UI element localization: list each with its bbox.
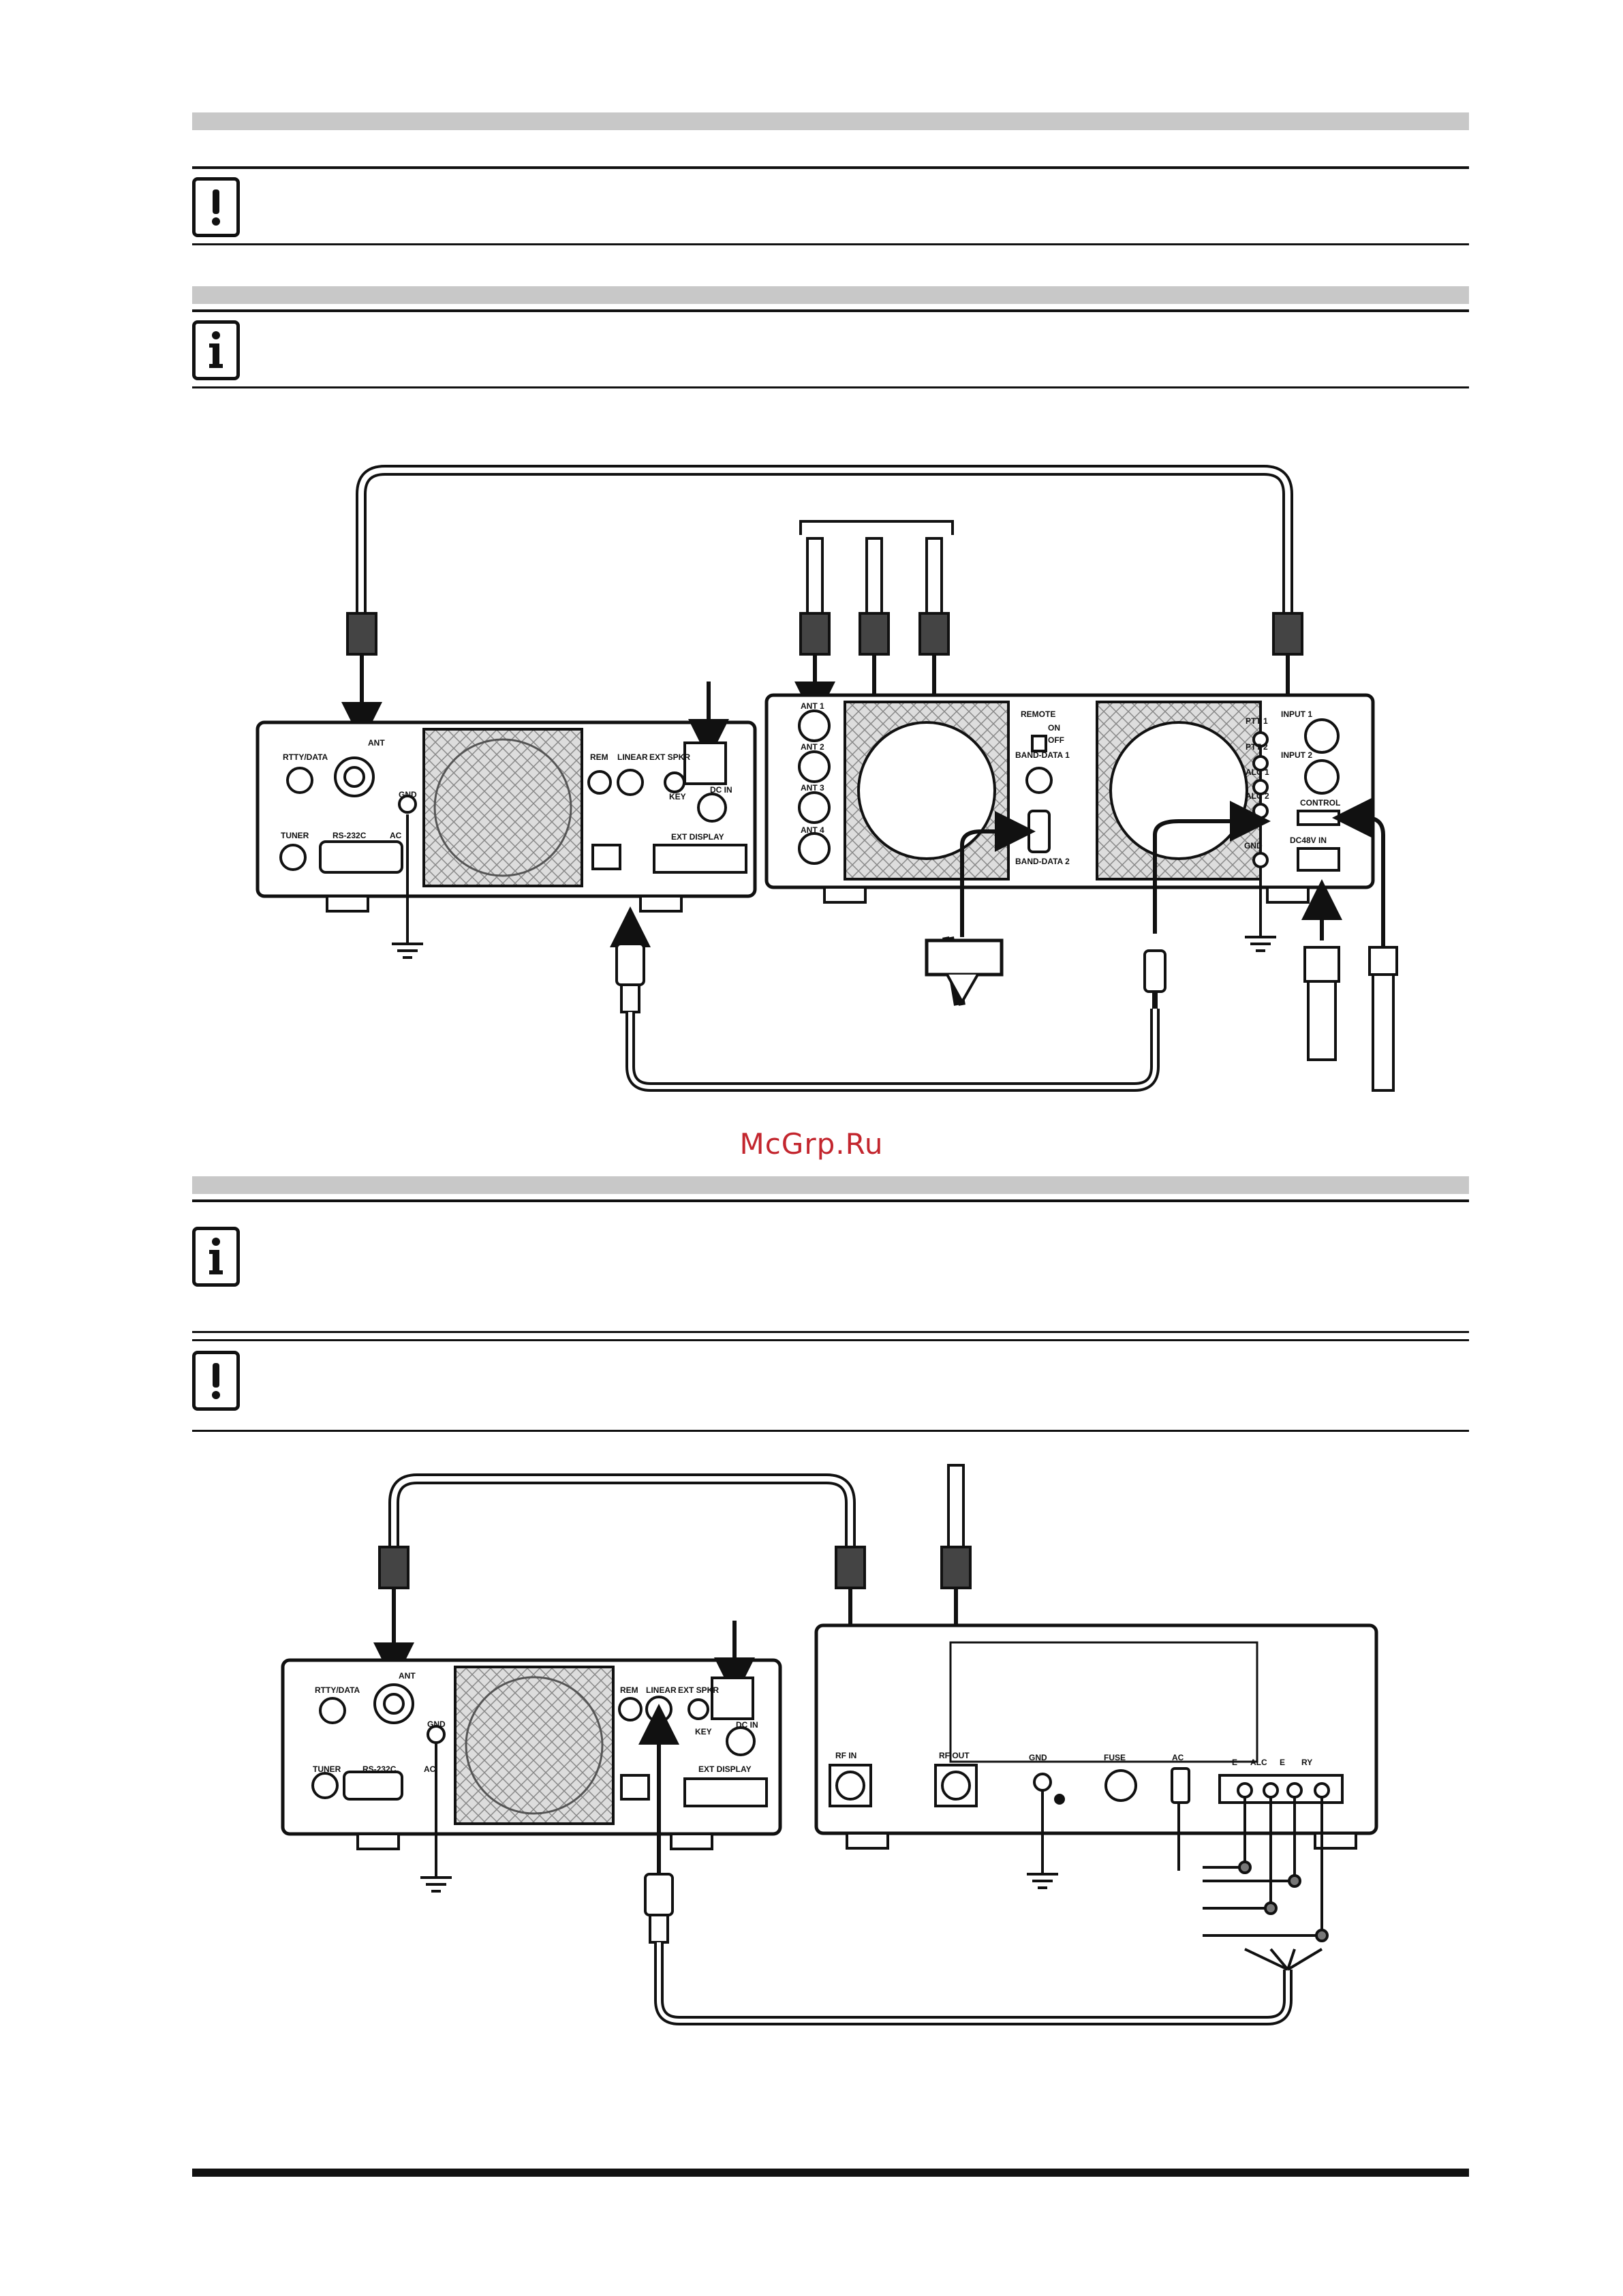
label-rs232c: RS-232C <box>333 831 367 840</box>
label-remote: REMOTE <box>1021 709 1055 719</box>
label-gnd: GND <box>399 790 417 799</box>
rule <box>192 386 1469 388</box>
label-alc: ALC <box>1250 1758 1267 1767</box>
label-ac: AC <box>424 1764 436 1774</box>
label-band-data-2: BAND-DATA 2 <box>1015 857 1070 866</box>
label-ac: AC <box>390 831 402 840</box>
rule <box>192 1430 1469 1432</box>
label-ant1: ANT 1 <box>801 701 824 711</box>
label-alc2: ALC 2 <box>1246 791 1269 801</box>
label-on: ON <box>1048 723 1060 733</box>
rule <box>192 243 1469 245</box>
label-dc48v-in: DC48V IN <box>1290 836 1327 845</box>
label-gnd-amp: GND <box>1029 1753 1047 1762</box>
rule <box>192 309 1469 312</box>
label-input2: INPUT 2 <box>1281 750 1312 760</box>
label-ext-spkr: EXT SPKR <box>678 1685 719 1695</box>
label-ext-display: EXT DISPLAY <box>671 832 724 842</box>
caution-icon <box>192 177 240 237</box>
label-rtty-data: RTTY/DATA <box>315 1685 360 1695</box>
label-ant2: ANT 2 <box>801 742 824 752</box>
rule <box>192 166 1469 169</box>
rule <box>192 1331 1469 1333</box>
caution-icon <box>192 1351 240 1411</box>
label-key: KEY <box>695 1727 712 1736</box>
label-rf-in: RF IN <box>835 1751 856 1760</box>
diagram-2 <box>281 1464 1378 2025</box>
info-icon <box>192 320 240 380</box>
label-dc-in: DC IN <box>710 785 732 795</box>
label-e1: E <box>1232 1758 1237 1767</box>
section-band-1 <box>192 112 1469 130</box>
label-off: OFF <box>1048 735 1064 745</box>
rule <box>192 1339 1469 1341</box>
label-tuner: TUNER <box>313 1764 341 1774</box>
label-ptt1: PTT 1 <box>1246 716 1268 726</box>
label-ptt2: PTT 2 <box>1246 742 1268 752</box>
label-ant: ANT <box>399 1671 416 1681</box>
diagram-1 <box>256 465 1398 1092</box>
label-gnd: GND <box>427 1719 446 1729</box>
info-icon <box>192 1227 240 1287</box>
label-ext-display: EXT DISPLAY <box>698 1764 752 1774</box>
section-band-3 <box>192 1176 1469 1194</box>
label-ext-spkr: EXT SPKR <box>649 752 690 762</box>
label-ant3: ANT 3 <box>801 783 824 793</box>
label-key: KEY <box>669 792 686 801</box>
label-ac-amp: AC <box>1172 1753 1184 1762</box>
label-ry: RY <box>1301 1758 1312 1767</box>
label-rtty-data: RTTY/DATA <box>283 752 328 762</box>
label-fuse: FUSE <box>1104 1753 1126 1762</box>
label-rem: REM <box>590 752 608 762</box>
label-gnd-amp: GND <box>1244 841 1263 851</box>
label-alc1: ALC 1 <box>1246 767 1269 777</box>
label-tuner: TUNER <box>281 831 309 840</box>
diagram-2-labels: RTTY/DATA ANT GND TUNER RS-232C AC REM L… <box>313 1671 1312 1774</box>
footer-rule <box>192 2169 1469 2177</box>
watermark: McGrp.Ru <box>739 1127 884 1161</box>
label-e2: E <box>1280 1758 1285 1767</box>
label-control: CONTROL <box>1300 798 1340 808</box>
label-ant: ANT <box>368 738 385 748</box>
label-rem: REM <box>620 1685 638 1695</box>
rule <box>192 1199 1469 1202</box>
label-rf-out: RF OUT <box>939 1751 970 1760</box>
label-rs232c: RS-232C <box>362 1764 397 1774</box>
label-linear: LINEAR <box>617 752 648 762</box>
label-dc-in: DC IN <box>736 1720 758 1730</box>
diagram-1-labels: RTTY/DATA ANT GND TUNER RS-232C AC REM L… <box>281 701 1340 866</box>
label-input1: INPUT 1 <box>1281 709 1312 719</box>
section-band-2 <box>192 286 1469 304</box>
label-band-data-1: BAND-DATA 1 <box>1015 750 1070 760</box>
label-linear: LINEAR <box>646 1685 677 1695</box>
label-ant4: ANT 4 <box>801 825 824 835</box>
